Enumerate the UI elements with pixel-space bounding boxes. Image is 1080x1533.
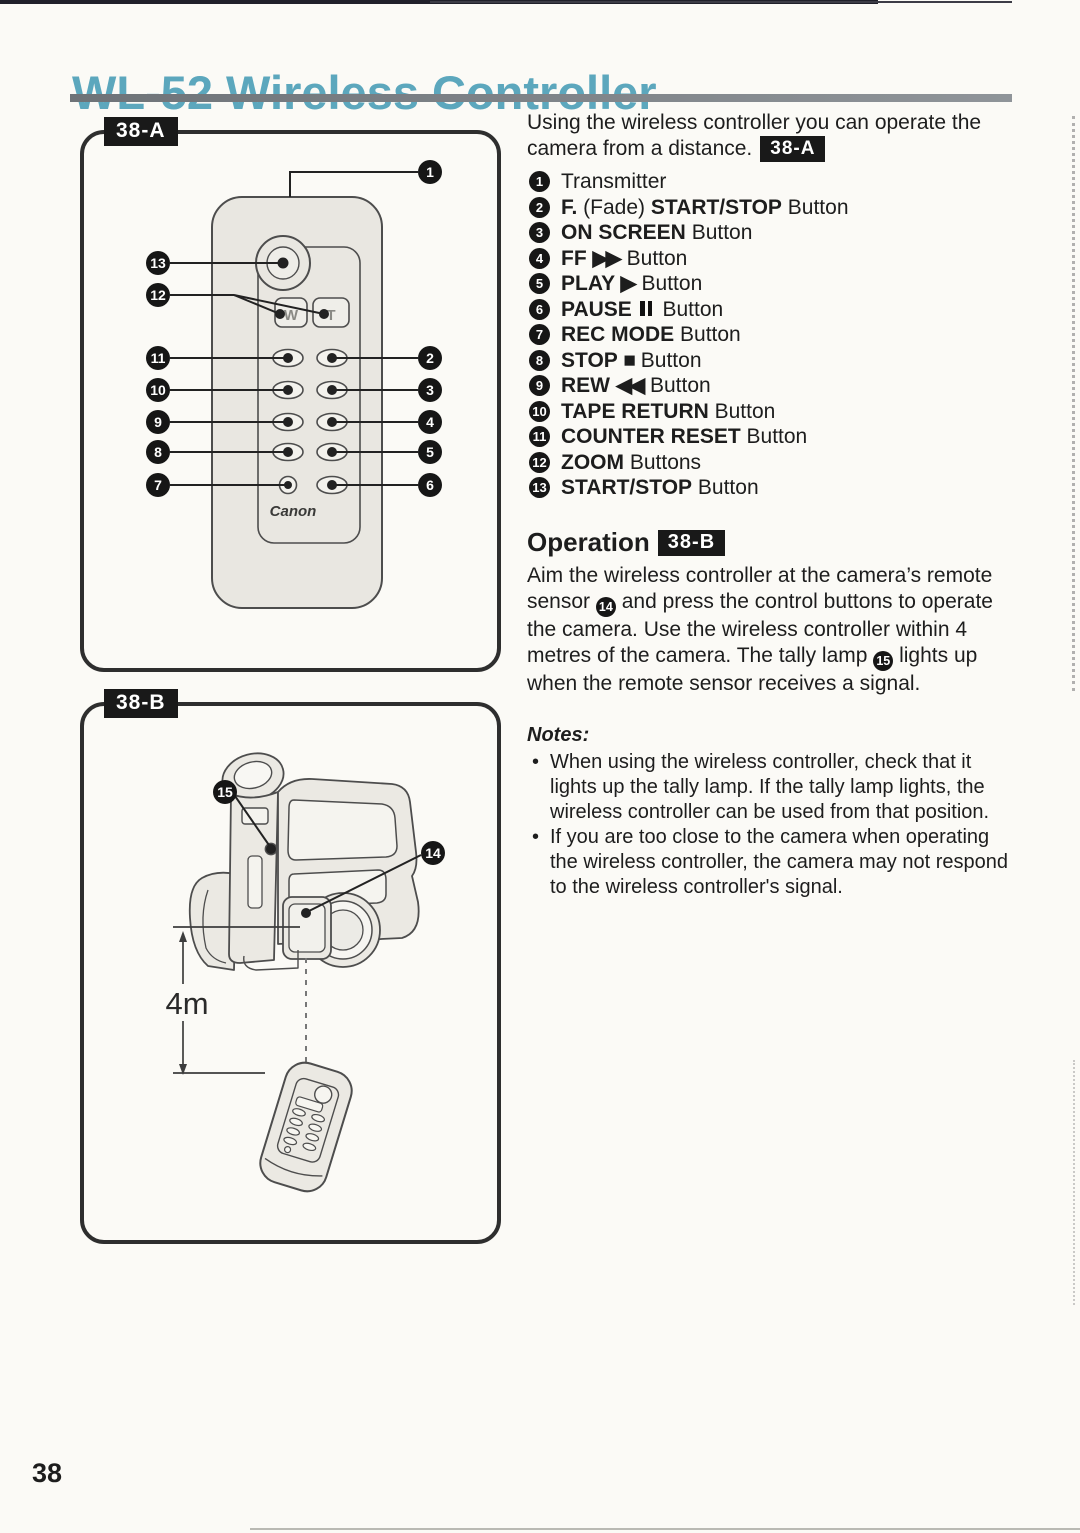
callout-lines [234,795,422,918]
callout-5: 5 [418,440,442,464]
note-item: If you are too close to the camera when … [527,825,1015,900]
callout-lines [170,171,418,490]
intro-paragraph: Using the wireless controller you can op… [527,110,1015,162]
inline-callout-15: 15 [873,650,894,671]
remote-diagram: W T Canon [170,171,418,609]
distance-markers [173,926,307,1078]
notes-heading: Notes: [527,723,590,746]
callout-1: 1 [418,160,442,184]
note-item: When using the wireless controller, chec… [527,750,1015,825]
remote-button-panel [257,246,361,544]
callout-10: 10 [146,378,170,402]
scan-artifact-right-edge [1072,116,1075,691]
operation-paragraph: Aim the wireless controller at the camer… [527,563,993,695]
page-title: WL-52 Wireless Controller [72,66,657,120]
title-rule [70,94,1012,102]
figure-ref-38b-badge: 38-B [657,529,726,556]
mini-remote [259,1061,353,1193]
callout-14: 14 [421,841,445,865]
figure-ref-38a-badge: 38-A [760,136,826,162]
distance-arrowheads [179,931,187,1075]
figure-38b-tag: 38-B [104,689,178,718]
page-number: 38 [32,1458,63,1488]
callout-number-badge: 10 [529,400,550,422]
callout-2: 2 [418,346,442,370]
scan-artifact-top-2 [430,1,1012,3]
play-icon: ▶ [620,272,637,295]
zoom-t-label: T [326,307,335,324]
notes-section: Notes: When using the wireless controlle… [527,724,1015,900]
callout-number-badge: 2 [529,196,550,218]
distance-label: 4m [165,986,208,1021]
callout-number-badge: 5 [529,273,550,294]
callout-8: 8 [146,440,170,464]
camera-grip [188,871,237,971]
camera-diagram: 4m [165,752,422,1193]
fast-forward-icon: ▶▶ [592,246,622,270]
zoom-w-label: W [284,307,299,324]
intro-text: Using the wireless controller you can op… [527,111,982,160]
callout-number-badge: 11 [529,426,550,447]
callout-12: 12 [146,283,170,307]
callout-number-badge: 6 [529,298,550,320]
notes-list: When using the wireless controller, chec… [527,750,1015,900]
scan-artifact-bottom [250,1528,1080,1530]
callout-number-badge: 8 [529,349,550,371]
figure-38a: 38-A W T Canon [80,117,501,672]
callout-number-badge: 4 [529,247,550,269]
callout-6: 6 [418,473,442,497]
callout-4: 4 [418,410,442,434]
callout-9: 9 [146,410,170,434]
stop-icon: ■ [623,348,636,372]
brand-logo: Canon [270,503,317,520]
inline-callout-14: 14 [595,596,616,617]
callout-number-badge: 9 [529,375,550,396]
figure-38b: 38-B [80,689,501,1244]
callout-number-badge: 12 [529,451,550,473]
callout-7: 7 [146,473,170,497]
callout-11: 11 [146,346,170,370]
callout-number-badge: 7 [529,324,550,345]
rewind-icon: ◀◀ [615,374,645,397]
callout-number-badge: 1 [529,171,550,192]
callout-13: 13 [146,251,170,275]
callout-15: 15 [213,780,237,804]
text-column: Using the wireless controller you can op… [527,110,1015,900]
callout-3: 3 [418,378,442,402]
scan-artifact-right-edge-2 [1073,1060,1075,1305]
callout-number-badge: 13 [529,477,550,498]
figure-38a-tag: 38-A [104,117,178,146]
pause-icon [639,297,654,323]
callout-number-badge: 3 [529,222,550,243]
